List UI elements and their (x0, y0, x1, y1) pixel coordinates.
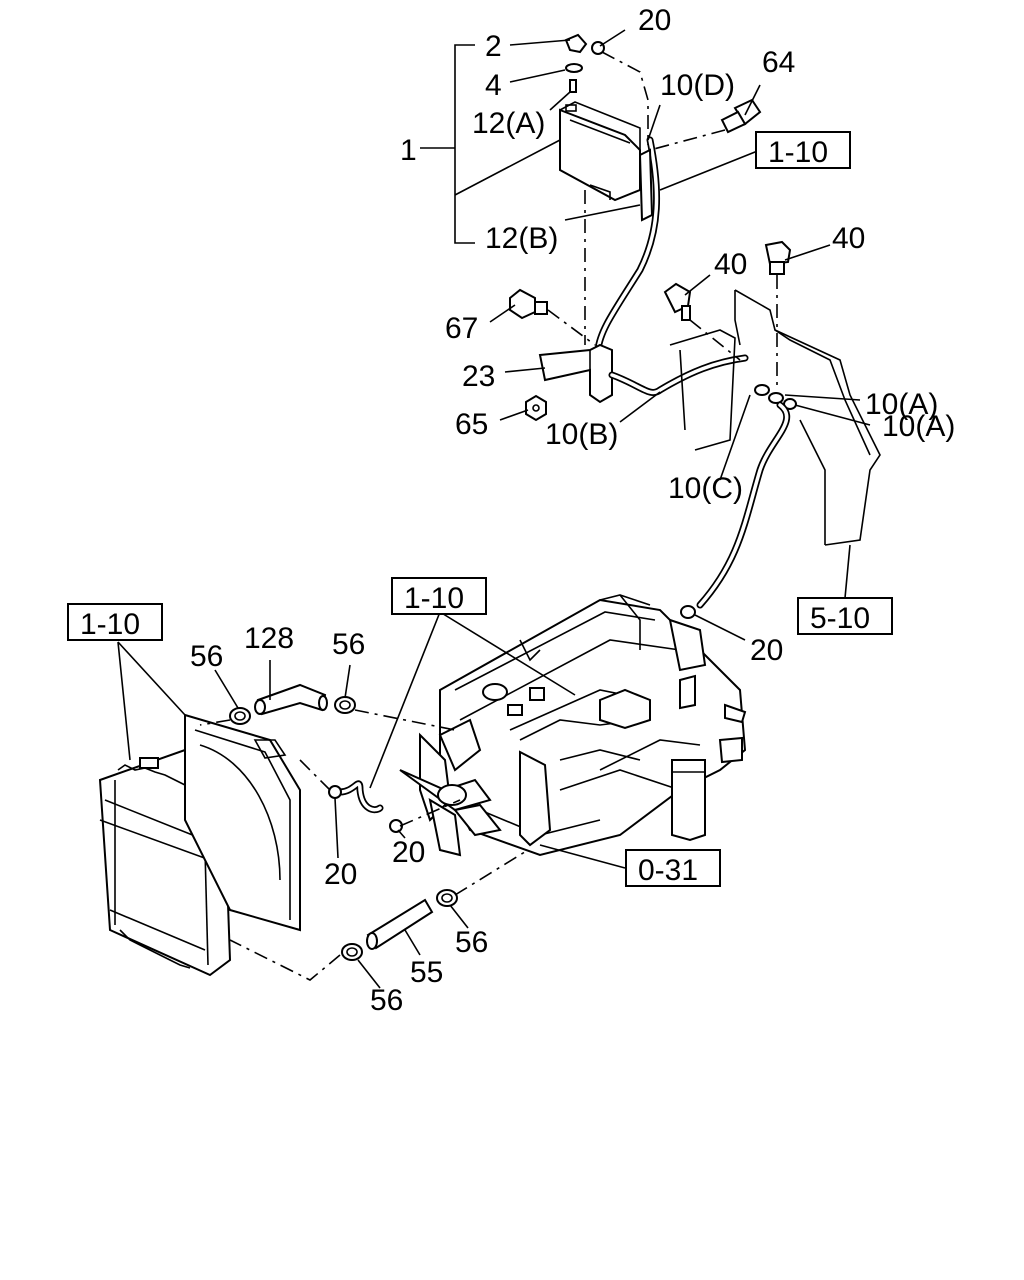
callout-67: 67 (445, 312, 478, 345)
ref-box-5-10[interactable]: 5-10 (797, 597, 893, 635)
callout-65: 65 (455, 408, 488, 441)
callout-55: 55 (410, 956, 443, 989)
clamp-56-upper-left (229, 707, 251, 725)
nut-65 (525, 394, 547, 422)
ref-box-1-10-left[interactable]: 1-10 (67, 603, 163, 641)
ref-label: 5-10 (810, 602, 870, 635)
fitting-10a (754, 384, 797, 410)
clamp-56-lower-right (436, 889, 458, 907)
hose-55 (366, 898, 434, 950)
callout-12a: 12(A) (472, 107, 545, 140)
bracket-23 (538, 343, 613, 404)
bolt-40-right (764, 240, 792, 275)
callout-10a-upper: 10(A) (865, 388, 938, 421)
pin-12a (569, 79, 577, 93)
callout-56-lower-left: 56 (370, 984, 403, 1017)
callout-10a-lower: 10(A) (882, 410, 955, 443)
cab-panel (669, 289, 881, 546)
fan (399, 718, 502, 857)
washer-part-4 (565, 63, 583, 73)
bolt-67 (509, 288, 548, 320)
ref-box-0-31[interactable]: 0-31 (625, 849, 721, 887)
ref-box-1-10-top[interactable]: 1-10 (755, 131, 851, 169)
fan-shroud (184, 713, 301, 932)
clamp-56-lower-left (341, 943, 363, 961)
callout-10c: 10(C) (668, 472, 743, 505)
reservoir-tank (559, 101, 641, 202)
clip-20-right (680, 605, 696, 619)
ref-box-1-10-mid[interactable]: 1-10 (391, 577, 487, 615)
callout-40-right: 40 (832, 222, 865, 255)
callout-20-right: 20 (750, 634, 783, 667)
ref-label: 1-10 (404, 582, 464, 615)
callout-56-upper-left: 56 (190, 640, 223, 673)
callout-20-top: 20 (638, 4, 671, 37)
callout-20-lower-mid: 20 (392, 836, 425, 869)
fitting-64 (720, 98, 762, 134)
callout-23: 23 (462, 360, 495, 393)
callout-12b: 12(B) (485, 222, 558, 255)
callout-56-upper-right: 56 (332, 628, 365, 661)
callout-1: 1 (400, 134, 417, 167)
callout-20-lower-left: 20 (324, 858, 357, 891)
ref-label: 1-10 (768, 136, 828, 169)
callout-2: 2 (485, 30, 502, 63)
callout-labels: 1 2 4 12(A) 12(B) 20 10(D) 64 40 40 67 2… (190, 4, 955, 1017)
callout-64: 64 (762, 46, 795, 79)
ref-label: 0-31 (638, 854, 698, 887)
leader-lines (117, 29, 871, 989)
ref-label: 1-10 (80, 608, 140, 641)
callout-56-lower-right: 56 (455, 926, 488, 959)
callout-4: 4 (485, 69, 502, 102)
callout-128: 128 (244, 622, 294, 655)
bolt-40-left (663, 282, 692, 321)
callout-10b: 10(B) (545, 418, 618, 451)
clamp-56-upper-right (334, 696, 356, 714)
cap-part-2 (564, 33, 588, 54)
hose-128 (254, 683, 328, 716)
callout-10d: 10(D) (660, 69, 735, 102)
callout-40-left: 40 (714, 248, 747, 281)
clip-20-mid-left (328, 785, 342, 799)
